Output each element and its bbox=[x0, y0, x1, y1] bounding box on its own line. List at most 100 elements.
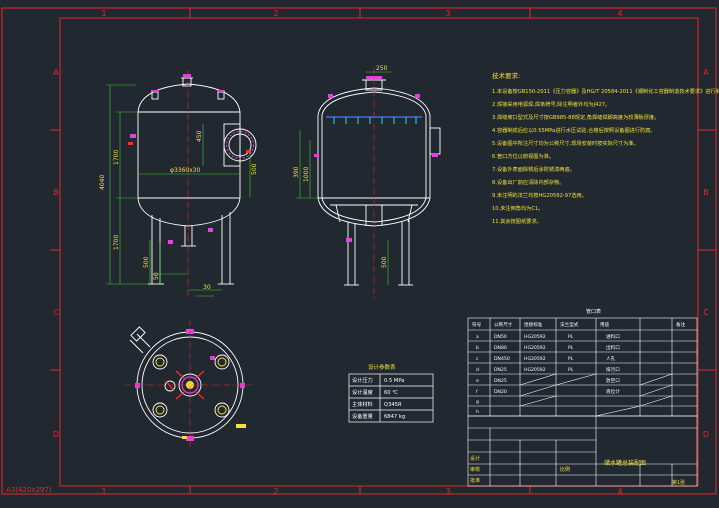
dim-leg-section: 500 bbox=[381, 256, 388, 268]
parts-list: 管口表 符号 bbox=[467, 308, 698, 417]
parts-header: 符号 bbox=[472, 321, 482, 328]
parts-cell: b bbox=[476, 345, 479, 351]
section-view: 250 390 1000 500 bbox=[293, 65, 441, 300]
parts-header: 用途 bbox=[600, 321, 610, 328]
parts-cell: d bbox=[476, 367, 479, 373]
tech-note-line: 3.焊缝坡口型式及尺寸按GB985-88规定,角焊缝焊脚高度为较薄板厚度。 bbox=[492, 113, 659, 121]
tech-note-line: 5.设备图中所注尺寸均为公称尺寸,现场安装时按实际尺寸为准。 bbox=[492, 139, 639, 147]
design-value: 60 ℃ bbox=[384, 390, 398, 396]
parts-cell: HG20592 bbox=[524, 345, 546, 351]
parts-cell: DN50 bbox=[494, 334, 507, 340]
parts-header: 法兰型式 bbox=[560, 321, 579, 328]
parts-header: 连接标准 bbox=[524, 321, 543, 328]
section-dimensions bbox=[296, 71, 392, 285]
front-dimensions bbox=[106, 84, 251, 297]
tech-note-line: 9.未注明的法兰均按HG20592-97选用。 bbox=[492, 191, 587, 199]
parts-cell: DN25 bbox=[494, 367, 507, 373]
parts-cell: DN25 bbox=[494, 378, 507, 384]
parts-cell: DN450 bbox=[494, 356, 510, 362]
dim-leg: 1700 bbox=[113, 235, 120, 250]
plan-markers bbox=[165, 370, 205, 400]
parts-header: 公称尺寸 bbox=[494, 321, 513, 328]
row-label: B bbox=[53, 188, 59, 197]
parts-cell: HG20592 bbox=[524, 367, 546, 373]
parts-header: 备注 bbox=[676, 321, 686, 328]
design-label: 设计温度 bbox=[352, 388, 373, 396]
parts-cell: a bbox=[476, 335, 479, 340]
tech-notes: 技术要求: 1.本设备按GB150-2011《压力容器》及HG/T 20584-… bbox=[492, 71, 719, 225]
grid-labels: 1 2 3 4 1 2 3 4 A B C D A B C D bbox=[53, 9, 709, 496]
row-label: A bbox=[53, 68, 59, 77]
parts-cell: f bbox=[476, 389, 478, 395]
design-value: Q345R bbox=[384, 402, 402, 408]
title-designer: 设计 bbox=[470, 455, 480, 462]
col-label: 4 bbox=[617, 487, 622, 496]
sheet-number: 第1张 bbox=[672, 479, 685, 486]
nozzle-markers bbox=[130, 74, 225, 244]
title-checker: 审核 bbox=[470, 466, 480, 473]
tech-note-line: 4.容器制成后应以0.55MPa进行水压试验,合格后按照设备图进行防腐。 bbox=[492, 126, 656, 134]
tech-note-line: 11.其余按图纸要求。 bbox=[492, 217, 542, 225]
parts-cell: PL bbox=[568, 356, 574, 362]
plan-view bbox=[125, 320, 255, 450]
parts-cell: PL bbox=[568, 367, 574, 373]
parts-cell: h bbox=[476, 409, 479, 415]
tech-notes-heading: 技术要求: bbox=[492, 71, 520, 80]
row-label: B bbox=[703, 188, 709, 197]
tech-note-line: 8.设备出厂前应清除内部杂物。 bbox=[492, 178, 564, 186]
dim-inner: 390 bbox=[293, 166, 300, 178]
design-value: 0.5 MPa bbox=[384, 378, 404, 384]
parts-cell: g bbox=[476, 400, 479, 405]
parts-cell: e bbox=[476, 379, 479, 384]
parts-cell: DN80 bbox=[494, 345, 507, 351]
row-label: C bbox=[703, 308, 709, 317]
col-label: 1 bbox=[101, 487, 106, 496]
parts-cell: HG20592 bbox=[524, 334, 546, 340]
row-label: D bbox=[53, 430, 59, 439]
parts-cell: c bbox=[476, 357, 479, 362]
parts-cell: 液位计 bbox=[606, 388, 620, 395]
dim-overall: 4040 bbox=[99, 175, 106, 190]
parts-cell: HG20592 bbox=[524, 356, 546, 362]
sheet-border bbox=[1, 7, 717, 495]
design-label: 主体材料 bbox=[352, 400, 373, 408]
title-block: 设计 审核 批准 比例 储水罐总装配图 第1张 bbox=[467, 415, 698, 487]
col-label: 4 bbox=[617, 9, 622, 18]
col-label: 3 bbox=[445, 487, 450, 496]
title-scale: 比例 bbox=[560, 466, 570, 473]
tech-note-line: 1.本设备按GB150-2011《压力容器》及HG/T 20584-2011《钢… bbox=[492, 87, 719, 95]
tech-note-line: 2.焊接采用电弧焊,焊条牌号,除注明者外均为J427。 bbox=[492, 100, 610, 108]
dim-top: 250 bbox=[376, 65, 388, 72]
dim-inner2: 1000 bbox=[303, 167, 310, 182]
col-label: 2 bbox=[273, 9, 278, 18]
design-table-title: 设计参数表 bbox=[368, 363, 396, 371]
dim-base: 30 bbox=[203, 284, 211, 291]
parts-cell: 排污口 bbox=[606, 366, 620, 373]
dim-diameter: φ3360x30 bbox=[170, 167, 201, 174]
design-label: 设计压力 bbox=[352, 376, 373, 384]
row-label: C bbox=[53, 308, 59, 317]
dim-manway: 450 bbox=[196, 130, 203, 142]
parts-list-title: 管口表 bbox=[586, 308, 601, 315]
design-label: 设备重量 bbox=[352, 412, 373, 420]
drawing-title: 储水罐总装配图 bbox=[604, 459, 646, 467]
parts-cell: DN20 bbox=[494, 389, 507, 395]
parts-cell: 放空口 bbox=[606, 377, 620, 384]
row-label: A bbox=[703, 68, 709, 77]
parts-cell: PL bbox=[568, 334, 574, 340]
row-label: D bbox=[703, 430, 709, 439]
tech-note-line: 10.未注倒角均为C1。 bbox=[492, 204, 544, 212]
dim-body: 1700 bbox=[113, 150, 120, 165]
title-approver: 批准 bbox=[470, 477, 480, 484]
tech-note-line: 7.设备外表面除锈后涂防锈漆两遍。 bbox=[492, 165, 575, 173]
dim-low: 50 bbox=[153, 272, 160, 280]
tech-note-line: 6.管口方位以俯视图为准。 bbox=[492, 152, 554, 160]
col-label: 1 bbox=[101, 9, 106, 18]
parts-cell: 进料口 bbox=[606, 333, 620, 340]
design-value: 6847 kg bbox=[384, 414, 405, 420]
dim-side: 500 bbox=[251, 163, 258, 175]
design-table: 设计参数表 设计压力 设计温度 主体材料 设备重量 0.5 MPa 60 ℃ Q… bbox=[348, 363, 434, 423]
dim-bottom: 500 bbox=[143, 256, 150, 268]
